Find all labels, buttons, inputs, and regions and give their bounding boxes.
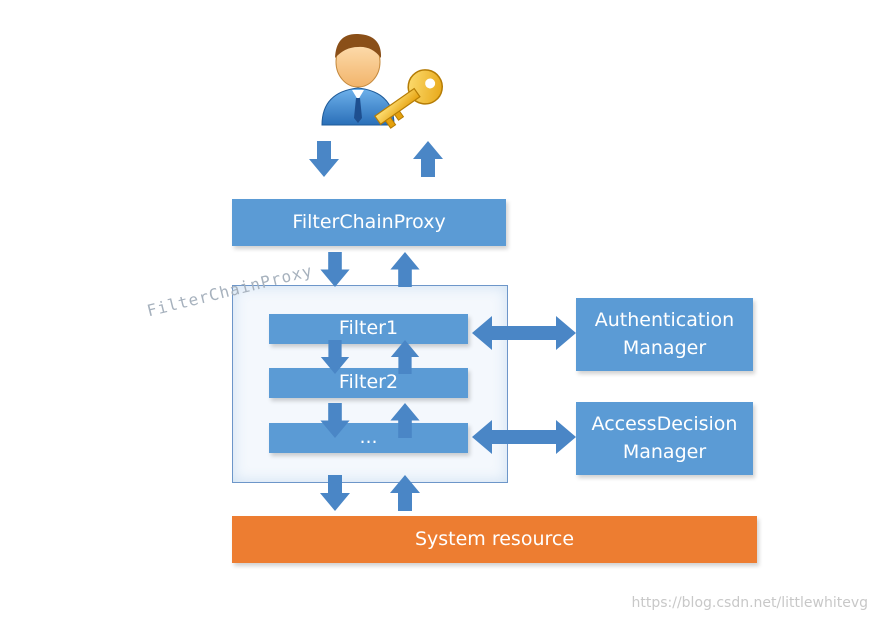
filter1-label: Filter1 — [338, 317, 399, 340]
filter1-box: Filter1 — [269, 314, 468, 344]
filter-chain-proxy-label: FilterChainProxy — [292, 210, 446, 233]
authentication-manager-line2: Manager — [622, 336, 707, 359]
filter-ellipsis-label: ... — [359, 426, 378, 449]
access-decision-manager-line1: AccessDecision — [591, 412, 738, 435]
system-resource-box: System resource — [232, 516, 757, 563]
system-resource-label: System resource — [414, 527, 575, 550]
access-decision-manager-box: AccessDecision Manager — [576, 402, 753, 475]
filter-ellipsis-box: ... — [269, 423, 468, 453]
authentication-manager-box: Authentication Manager — [576, 298, 753, 371]
user-with-key-icon — [321, 33, 443, 129]
filter-chain-proxy-box: FilterChainProxy — [232, 199, 506, 246]
authentication-manager-line1: Authentication — [594, 308, 735, 331]
source-credit: https://blog.csdn.net/littlewhitevg — [631, 595, 868, 611]
filter2-label: Filter2 — [338, 371, 399, 394]
filter2-box: Filter2 — [269, 368, 468, 398]
access-decision-manager-line2: Manager — [622, 440, 707, 463]
